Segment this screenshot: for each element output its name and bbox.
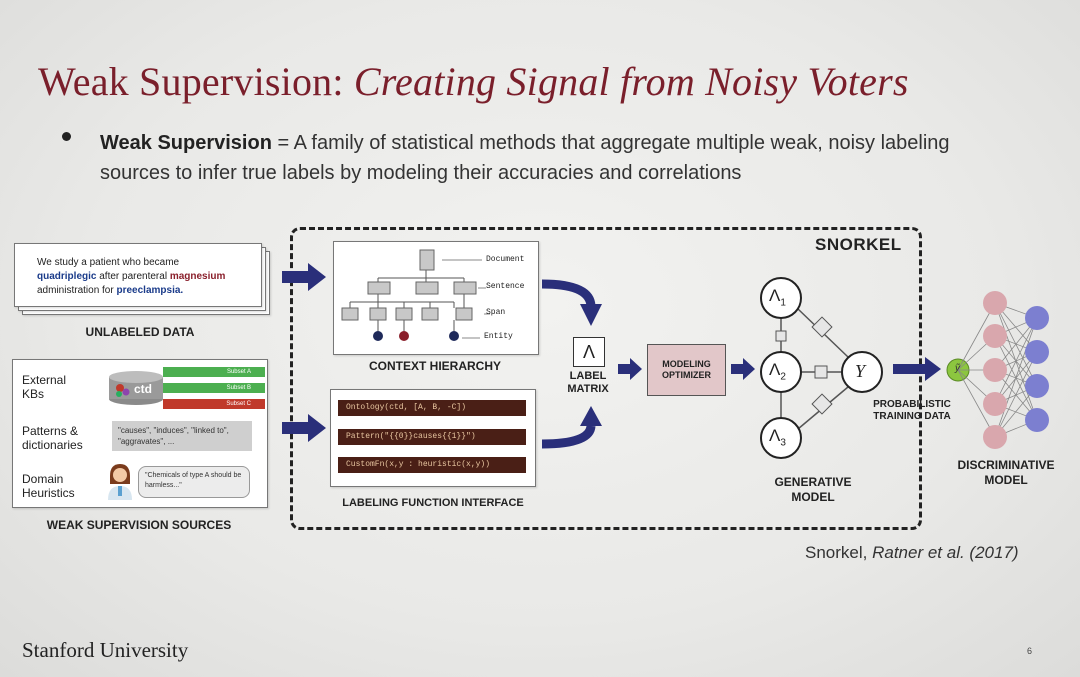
label-matrix-icon: Λ: [573, 337, 605, 367]
generative-line-2: MODEL: [791, 490, 835, 504]
lambda-3-node: [760, 417, 802, 459]
arrow-sources-to-lf: [282, 414, 326, 442]
slide-title: Weak Supervision: Creating Signal from N…: [38, 58, 909, 105]
ctd-logo-text: ctd: [134, 382, 152, 396]
optimizer-line-1: MODELING: [662, 359, 711, 369]
disc-line-2: MODEL: [984, 473, 1028, 487]
citation-italic: Ratner et al. (2017): [872, 543, 1019, 562]
citation-plain: Snorkel,: [805, 543, 873, 562]
level-entity: Entity: [484, 332, 513, 341]
context-hierarchy-label: CONTEXT HIERARCHY: [368, 359, 501, 373]
subset-c: Subset C: [163, 399, 265, 409]
stanford-logo: Stanford University: [22, 638, 189, 662]
generative-model-label: GENERATIVE MODEL: [760, 475, 866, 505]
unlabeled-line-1: We study a patient who became: [37, 257, 180, 268]
bullet-term: Weak Supervision: [100, 132, 272, 154]
context-tree: [341, 249, 490, 341]
title-main: Weak Supervision:: [38, 59, 344, 104]
definition-bullet: Weak Supervision = A family of statistic…: [100, 128, 980, 188]
lambda-1-node: [760, 277, 802, 319]
label-matrix-line-1: LABEL: [569, 370, 607, 382]
entity-magnesium: magnesium: [169, 271, 226, 282]
level-span: Span: [486, 308, 506, 317]
heuristics-label: Domain Heuristics: [22, 472, 75, 500]
subset-b: Subset B: [163, 383, 265, 393]
lambda-1-label: Λ1: [769, 286, 786, 309]
lf-panel: Ontology(ctd, [A, B, -C]) Pattern("{{0}}…: [330, 389, 536, 487]
level-document: Document: [486, 255, 525, 264]
arrow-unlabeled-to-context: [282, 263, 326, 291]
label-matrix-label: LABEL MATRIX: [558, 370, 618, 396]
unlabeled-card: We study a patient who became quadripleg…: [14, 243, 262, 307]
title-italic: Creating Signal from Noisy Voters: [353, 59, 909, 104]
prob-data-symbol: ỹ: [955, 363, 960, 374]
y-label: Y: [855, 361, 866, 381]
entity-preeclampsia: preeclampsia.: [116, 285, 184, 296]
heuristics-bubble: "Chemicals of type A should be harmless.…: [138, 466, 250, 498]
patterns-label: Patterns & dictionaries: [22, 424, 83, 452]
prob-line-1: PROBABILISTIC: [873, 399, 951, 410]
arrow-optimizer-to-model: [731, 358, 755, 380]
external-kbs-label: External KBs: [22, 373, 67, 401]
label-matrix-line-2: MATRIX: [567, 383, 609, 395]
context-hierarchy-panel: Document Sentence Span Entity: [333, 241, 539, 355]
page-number: 6: [1027, 646, 1033, 656]
entity-quadriplegic: quadriplegic: [37, 271, 97, 282]
arrow-matrix-to-optimizer: [618, 358, 642, 380]
optimizer-line-2: OPTIMIZER: [662, 370, 711, 380]
bullet-text: = A family of statistical methods that a…: [100, 132, 950, 184]
level-sentence: Sentence: [486, 282, 525, 291]
database-icon: [106, 370, 166, 406]
snorkel-label: SNORKEL: [815, 235, 902, 254]
patterns-examples: "causes", "induces", "linked to", "aggra…: [112, 421, 252, 451]
modeling-optimizer-box: MODELING OPTIMIZER: [647, 344, 726, 396]
snorkel-frame: [290, 227, 922, 530]
unlabeled-data-label: UNLABELED DATA: [85, 325, 195, 339]
arrow-to-prob-data: [893, 357, 941, 381]
generative-line-1: GENERATIVE: [774, 475, 852, 489]
prob-training-label: PROBABILISTIC TRAINING DATA: [862, 399, 962, 423]
arrow-context-to-matrix: [541, 279, 596, 307]
prob-line-2: TRAINING DATA: [873, 411, 951, 422]
unlabeled-text: We study a patient who became quadripleg…: [37, 256, 259, 298]
lf-ontology: Ontology(ctd, [A, B, -C]): [338, 400, 526, 416]
bullet-dot-icon: [62, 132, 71, 141]
lf-pattern: Pattern("{{0}}causes{{1}}"): [338, 429, 526, 445]
weak-sources-label: WEAK SUPERVISION SOURCES: [46, 518, 232, 532]
disc-line-1: DISCRIMINATIVE: [957, 458, 1055, 472]
lambda-3-label: Λ3: [769, 426, 786, 449]
citation: Snorkel, Ratner et al. (2017): [805, 543, 1019, 563]
y-node: [841, 351, 883, 393]
lambda-2-node: [760, 351, 802, 393]
unlabeled-line-3: administration for: [37, 285, 117, 296]
doctor-icon: [106, 462, 134, 500]
lf-interface-label: LABELING FUNCTION INTERFACE: [342, 497, 524, 509]
lf-customfn: CustomFn(x,y : heuristic(x,y)): [338, 457, 526, 473]
arrow-lf-to-matrix: [541, 425, 596, 449]
discriminative-model-label: DISCRIMINATIVE MODEL: [944, 458, 1068, 488]
lambda-2-label: Λ2: [769, 360, 786, 383]
subset-a: Subset A: [163, 367, 265, 377]
unlabeled-line-2: after parenteral: [96, 271, 170, 282]
